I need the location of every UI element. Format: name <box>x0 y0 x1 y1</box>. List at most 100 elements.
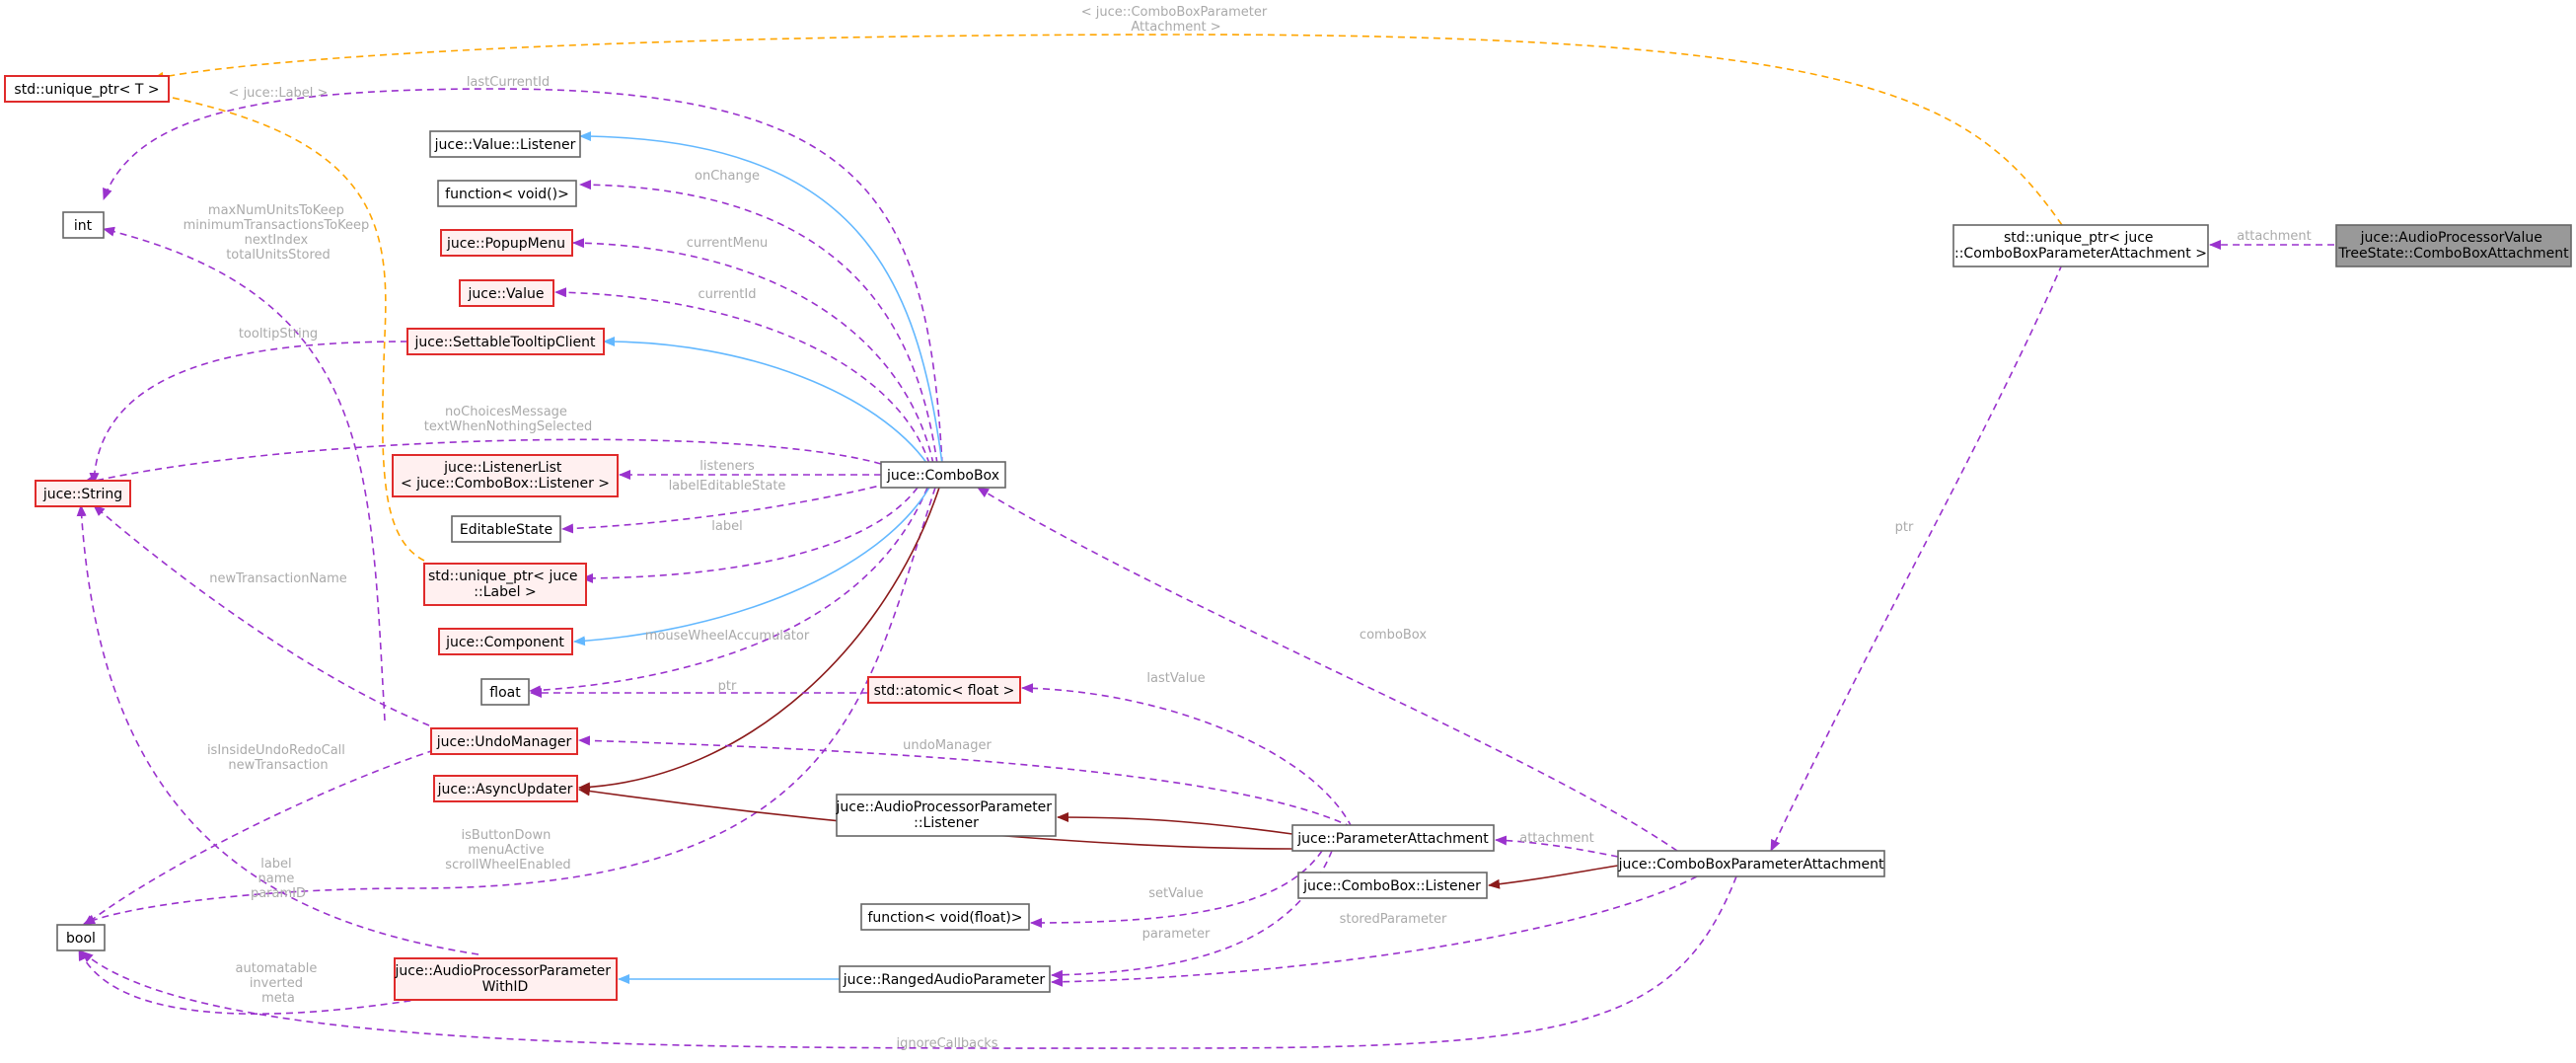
svg-text:bool: bool <box>66 931 96 947</box>
edge-currentMenu <box>572 238 934 465</box>
svg-text:juce::Component: juce::Component <box>445 635 564 650</box>
node-ranged-audio-parameter[interactable]: juce::RangedAudioParameter <box>839 965 1051 993</box>
label-lastCurrentId: lastCurrentId <box>467 75 550 90</box>
edge-inherit-ap-listener <box>1057 812 1293 835</box>
label-attachment-pa: attachment <box>1519 831 1594 846</box>
node-listenerlist[interactable]: juce::ListenerList < juce::ComboBox::Lis… <box>392 454 619 497</box>
node-component[interactable]: juce::Component <box>438 628 573 655</box>
edge-labelEditableState <box>561 483 889 534</box>
node-function-void[interactable]: function< void()> <box>437 180 577 207</box>
edge-undoManager <box>578 735 1353 828</box>
svg-text:juce::ComboBoxParameterAttachm: juce::ComboBoxParameterAttachment <box>1618 857 1884 873</box>
node-bool[interactable]: bool <box>56 924 106 951</box>
node-editablestate[interactable]: EditableState <box>451 515 561 543</box>
label-listeners: listeners <box>699 459 755 474</box>
label-ap-strings: label name paramID <box>251 857 306 901</box>
edge-inherit-value-listener <box>579 131 943 465</box>
svg-text:juce::String: juce::String <box>42 487 122 502</box>
svg-text:function< void(float)>: function< void(float)> <box>867 910 1022 926</box>
edge-attachment-pa <box>1495 835 1619 858</box>
node-parameter-attachment[interactable]: juce::ParameterAttachment <box>1291 824 1495 852</box>
svg-text:float: float <box>489 685 521 701</box>
edge-inherit-tooltip <box>603 337 928 465</box>
edge-onChange <box>579 180 938 465</box>
edge-ptr-cbpa <box>1770 264 2063 852</box>
node-settable-tooltip-client[interactable]: juce::SettableTooltipClient <box>406 328 605 355</box>
edge-template-label <box>157 92 425 562</box>
label-labelEditableState: labelEditableState <box>669 479 786 494</box>
node-popupmenu[interactable]: juce::PopupMenu <box>440 229 573 257</box>
svg-text:juce::Value: juce::Value <box>468 286 545 302</box>
edge-template-cbpa <box>152 34 2063 226</box>
node-value-listener[interactable]: juce::Value::Listener <box>429 130 581 158</box>
label-undo-ints: maxNumUnitsToKeep minimumTransactionsToK… <box>184 203 374 263</box>
label-parameter: parameter <box>1142 927 1211 942</box>
edge-lastCurrentId <box>103 88 943 465</box>
node-combobox[interactable]: juce::ComboBox <box>880 461 1006 489</box>
label-label: label <box>711 519 742 534</box>
node-combobox-parameter-attachment[interactable]: juce::ComboBoxParameterAttachment <box>1617 850 1885 877</box>
edge-label <box>581 487 919 583</box>
label-ptr-float: ptr <box>718 679 737 694</box>
edge-storedParameter <box>1051 875 1698 987</box>
node-audio-processor-parameter-listener[interactable]: juce::AudioProcessorParameter ::Listener <box>835 794 1057 837</box>
svg-text:juce::AsyncUpdater: juce::AsyncUpdater <box>437 782 573 797</box>
label-attachment-focus: attachment <box>2237 229 2312 244</box>
node-juce-string[interactable]: juce::String <box>35 480 131 507</box>
svg-text:EditableState: EditableState <box>460 522 552 538</box>
label-mouseWheelAccumulator: mouseWheelAccumulator <box>645 629 810 644</box>
svg-text:juce::UndoManager: juce::UndoManager <box>436 734 572 750</box>
svg-text:juce::RangedAudioParameter: juce::RangedAudioParameter <box>843 972 1046 988</box>
node-std-unique-ptr-t[interactable]: std::unique_ptr< T > <box>4 75 170 103</box>
svg-text:juce::SettableTooltipClient: juce::SettableTooltipClient <box>414 335 596 350</box>
svg-text:juce::ParameterAttachment: juce::ParameterAttachment <box>1296 831 1489 847</box>
edge-ignoreCallbacks <box>81 875 1737 1049</box>
node-focus-combobox-attachment[interactable]: juce::AudioProcessorValue TreeState::Com… <box>2335 224 2572 267</box>
svg-text:std::atomic< float >: std::atomic< float > <box>874 683 1015 699</box>
node-combobox-listener[interactable]: juce::ComboBox::Listener <box>1297 872 1488 899</box>
node-unique-ptr-combobox-parameter-attachment[interactable]: std::unique_ptr< juce ::ComboBoxParamete… <box>1952 224 2209 267</box>
node-function-void-float[interactable]: function< void(float)> <box>860 903 1030 931</box>
edge-undo-bools <box>83 749 435 927</box>
edge-newTransactionName <box>93 504 430 726</box>
edge-inherit-cb-listener <box>1488 865 1619 889</box>
edge-mouseWheelAccumulator <box>529 487 928 696</box>
svg-text:juce::ComboBox::Listener: juce::ComboBox::Listener <box>1302 878 1481 894</box>
label-lastValue: lastValue <box>1146 671 1205 686</box>
label-currentMenu: currentMenu <box>687 236 769 251</box>
label-onChange: onChange <box>695 169 760 184</box>
svg-text:std::unique_ptr< juce: std::unique_ptr< juce ::Label > <box>428 569 582 600</box>
svg-text:std::unique_ptr< T >: std::unique_ptr< T > <box>14 82 159 98</box>
label-tpl-top: < juce::ComboBoxParameter Attachment > <box>1081 5 1272 35</box>
edge-tooltipString <box>89 341 408 485</box>
node-asyncupdater[interactable]: juce::AsyncUpdater <box>433 775 578 802</box>
edge-combo-strings <box>81 438 882 487</box>
edge-setValue <box>1030 850 1323 928</box>
node-undomanager[interactable]: juce::UndoManager <box>430 727 578 755</box>
node-value[interactable]: juce::Value <box>459 279 554 307</box>
svg-text:juce::ComboBox: juce::ComboBox <box>886 468 999 484</box>
svg-text:function< void()>: function< void()> <box>445 187 569 202</box>
edge-comboBox <box>977 487 1678 852</box>
node-unique-ptr-label[interactable]: std::unique_ptr< juce ::Label > <box>423 563 587 606</box>
svg-text:juce::PopupMenu: juce::PopupMenu <box>446 236 565 252</box>
svg-text:juce::ListenerList < j: juce::ListenerList < juce::ComboBox::Lis… <box>401 460 610 492</box>
edge-lastValue <box>1021 683 1353 828</box>
node-int[interactable]: int <box>62 211 105 239</box>
edge-ap-bools <box>78 949 435 1016</box>
label-combo-strings: noChoicesMessage textWhenNothingSelected <box>424 405 592 434</box>
svg-text:int: int <box>74 218 93 234</box>
label-setValue: setValue <box>1148 886 1204 901</box>
label-newTransactionName: newTransactionName <box>209 571 347 586</box>
label-ap-bools: automatable inverted meta <box>236 961 322 1006</box>
node-float[interactable]: float <box>480 678 530 706</box>
svg-text:juce::Value::Listener: juce::Value::Listener <box>434 137 576 153</box>
label-undo-bools: isInsideUndoRedoCall newTransaction <box>207 743 349 773</box>
svg-text:juce::AudioProcessorParameter: juce::AudioProcessorParameter WithID <box>394 963 615 995</box>
label-tooltipString: tooltipString <box>239 327 318 342</box>
label-currentId: currentId <box>699 287 757 302</box>
node-atomic-float[interactable]: std::atomic< float > <box>867 676 1021 704</box>
label-ptr-cbpa: ptr <box>1895 520 1914 535</box>
node-audio-processor-parameter-withid[interactable]: juce::AudioProcessorParameter WithID <box>394 957 618 1001</box>
